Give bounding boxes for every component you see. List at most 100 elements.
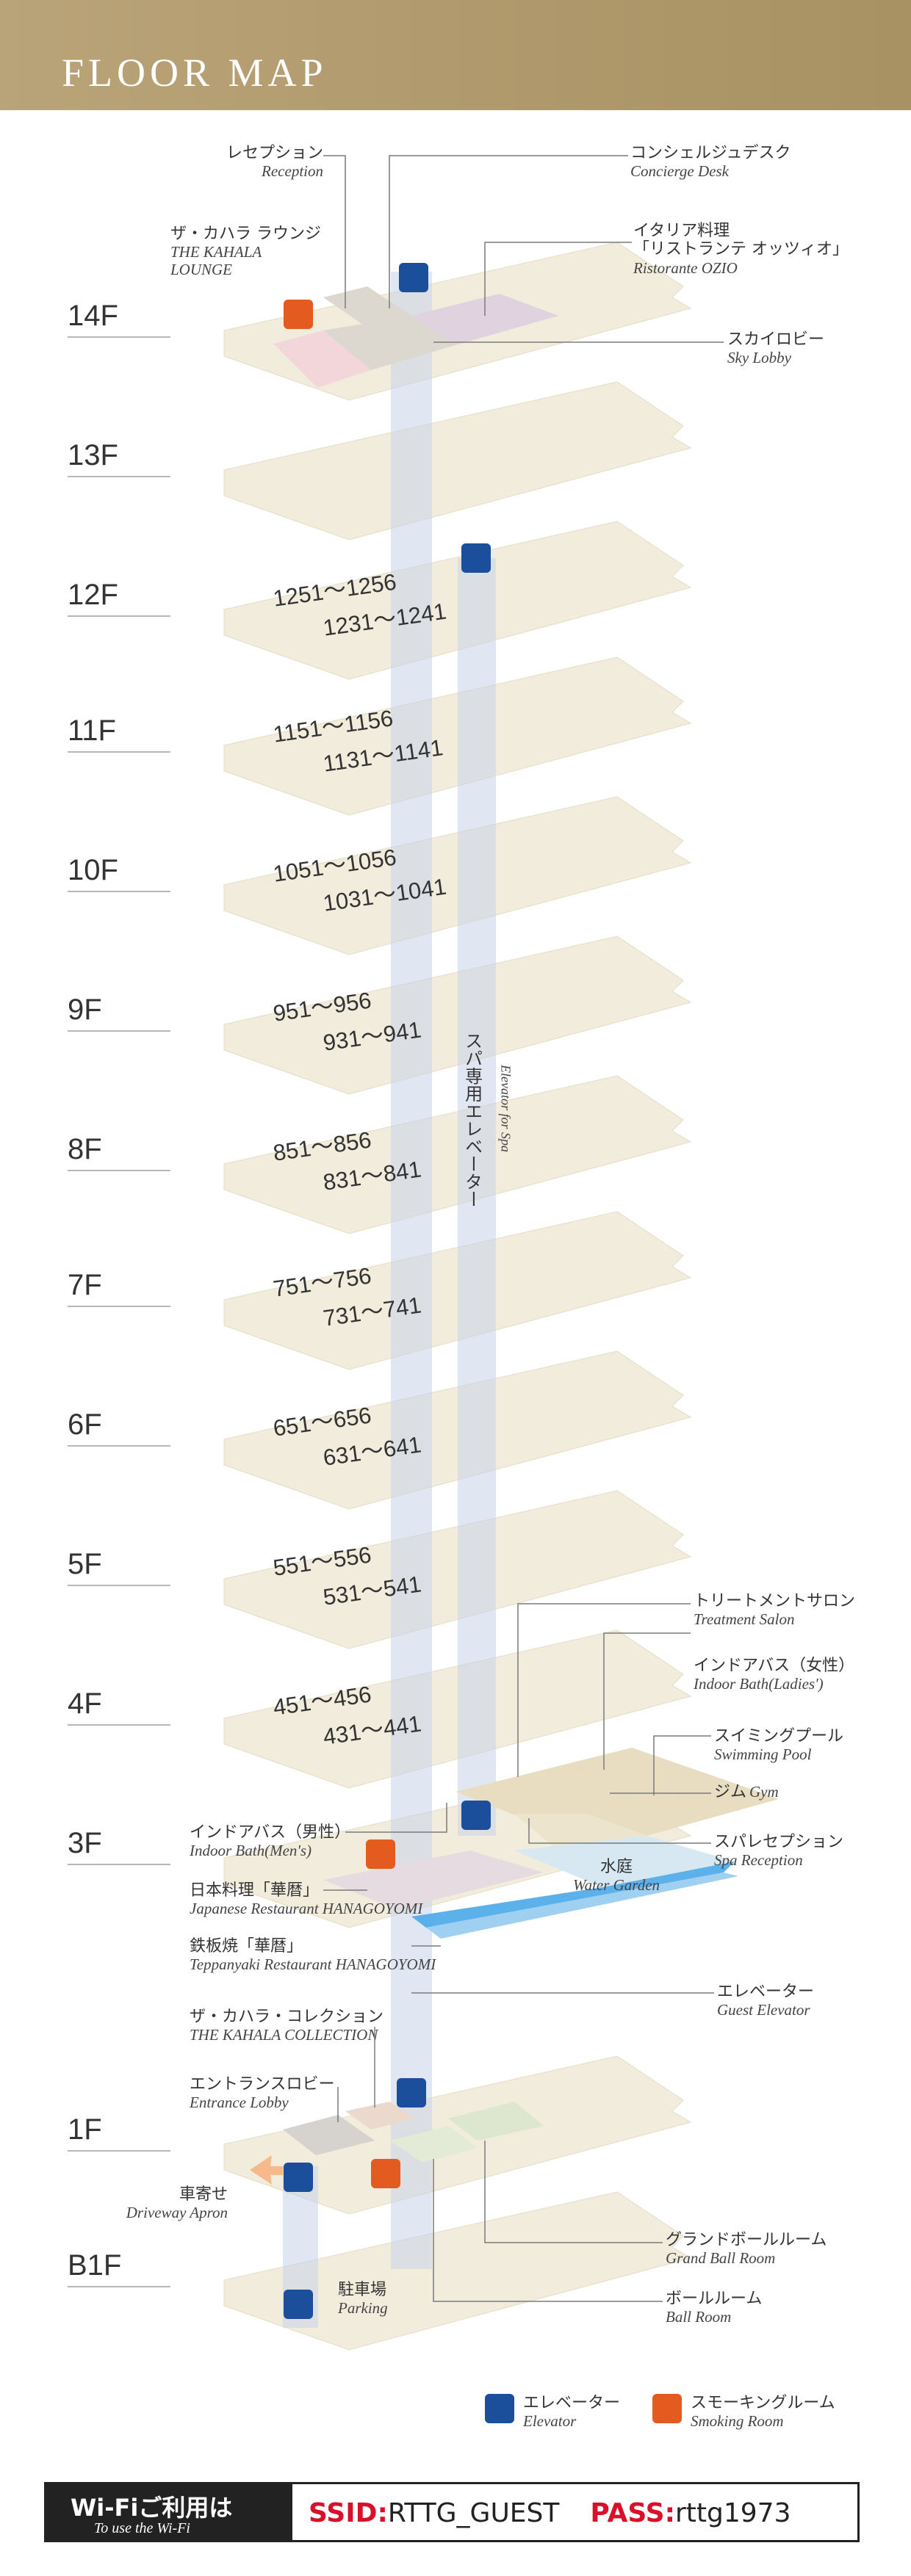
floor-underline [68,2150,170,2152]
label-gym: ジム Gym [714,1783,779,1801]
floor-underline [68,1306,170,1307]
floor-label-text: 11F [68,714,116,747]
label-bath-ladies: インドアバス（女性） Indoor Bath(Ladies') [694,1657,855,1693]
floor-underline [68,751,170,753]
leader-bath-ladies [603,1632,691,1770]
floor-label-11f: 11F [68,716,170,753]
wifi-title-box [46,2484,292,2540]
floor-label-4f: 4F [68,1689,170,1726]
zone-ballroom [389,2126,478,2163]
floor-label-6f: 6F [68,1410,170,1447]
floor-label-5f: 5F [68,1549,170,1586]
floor-label-text: 4F [68,1687,102,1720]
floor-underline [68,891,170,892]
slab-12f [223,521,692,680]
leader-bath-men [345,1803,447,1833]
label-parking: 駐車場 Parking [338,2281,388,2318]
label-lounge: ザ・カハラ ラウンジ THE KAHALA LOUNGE [170,225,321,279]
floor-label-b1f: B1F [68,2251,170,2287]
leader-ozio [484,242,632,316]
slab-7f [223,1211,692,1370]
wifi-subtitle: To use the Wi-Fi [94,2520,190,2536]
label-treatment: トリートメントサロン Treatment Salon [694,1592,856,1629]
label-concierge: コンシェルジュデスク Concierge Desk [630,144,791,181]
floor-label-text: 10F [68,854,118,886]
slab-9f [223,936,692,1095]
floor-label-text: 6F [68,1408,102,1441]
smoking-icon-3f [366,1839,395,1869]
label-ballroom: ボールルーム Ball Room [666,2290,763,2326]
guest-elevator-shaft [391,272,432,2269]
zone-lounge [273,330,371,388]
label-water-garden: 水庭 Water Garden [573,1858,660,1895]
slab-10f [223,796,692,955]
label-spa-elevator: スパ専用エレベーター [461,1032,483,1208]
spa-elevator-icon-3f [461,1801,491,1830]
floor-label-7f: 7F [68,1270,170,1307]
label-grand-ballroom: グランドボールルーム Grand Ball Room [666,2231,827,2268]
floor-label-8f: 8F [68,1135,170,1171]
zone-grand-ballroom [448,2102,544,2141]
elevator-icon-14f [399,263,428,292]
zone-water-garden-pool [426,1873,738,1939]
floor-label-3f: 3F [68,1828,170,1865]
legend-elevator-icon [485,2394,514,2423]
label-reception: レセプション Reception [226,144,323,181]
label-spa-reception: スパレセプション Spa Reception [714,1833,844,1870]
zone-entrance-lobby [283,2115,375,2155]
floor-label-text: 12F [68,579,118,611]
zone-indoor-bath-ladies [558,1748,727,1803]
label-guest-elevator: エレベーター Guest Elevator [717,1983,815,2019]
floor-underline [68,476,170,477]
zone-hanagoyomi [323,1850,544,1909]
leader-pool [653,1735,711,1795]
zone-spa-reception [514,1836,735,1887]
floor-label-text: 1F [68,2113,102,2146]
slab-b1f [223,2191,692,2351]
floor-underline [68,2286,170,2287]
label-driveway: 車寄せ Driveway Apron [126,2185,228,2222]
slab-5f [223,1490,692,1649]
floor-underline [68,1864,170,1865]
floor-underline [68,615,170,617]
label-pool: スイミングプール Swimming Pool [714,1727,844,1764]
wifi-title: Wi-Fiご利用は [71,2494,233,2522]
zone-swimming-pool [588,1781,779,1836]
page-title: FLOOR MAP [62,51,328,95]
legend-smoking-icon [652,2394,682,2423]
floor-label-text: 9F [68,994,102,1026]
floor-underline [68,1445,170,1447]
floor-underline [68,1724,170,1726]
leader-concierge [389,155,628,308]
floor-label-13f: 13F [68,441,170,477]
leader-grand-ballroom [484,2141,663,2243]
floor-label-text: 13F [68,439,118,471]
floor-label-10f: 10F [68,855,170,892]
elevator-icon-1f [397,2078,426,2108]
slab-11f [223,656,692,816]
floor-underline [68,1030,170,1032]
zone-collection [345,2102,415,2130]
floor-underline [68,1585,170,1586]
label-teppanyaki: 鉄板焼「華暦」 Teppanyaki Restaurant HANAGOYOMI [190,1937,436,1974]
wifi-ssid: RTTG_GUEST [387,2498,560,2528]
floor-label-14f: 14F [68,301,170,338]
elevator-icon-1f-left [284,2163,313,2192]
floor-label-text: B1F [68,2249,122,2282]
label-hanagoyomi: 日本料理「華暦」 Japanese Restaurant HANAGOYOMI [190,1881,423,1918]
floor-label-12f: 12F [68,580,170,617]
spa-elevator-icon-12f [461,543,491,573]
slab-6f [223,1350,692,1510]
leader-reception [323,155,346,308]
label-entrance: エントランスロビー Entrance Lobby [190,2075,335,2112]
label-spa-elevator-en: Elevator for Spa [498,1065,514,1152]
header-bar [0,0,911,110]
label-ozio: イタリア料理 「リストランテ オッツィオ」 Ristorante OZIO [633,222,849,277]
floor-label-text: 5F [68,1548,102,1580]
label-collection: ザ・カハラ・コレクション THE KAHALA COLLECTION [190,2008,384,2044]
elevator-icon-b1f [284,2290,313,2319]
floor-label-text: 7F [68,1269,102,1301]
zone-ozio [411,294,558,345]
floor-label-text: 8F [68,1133,102,1165]
